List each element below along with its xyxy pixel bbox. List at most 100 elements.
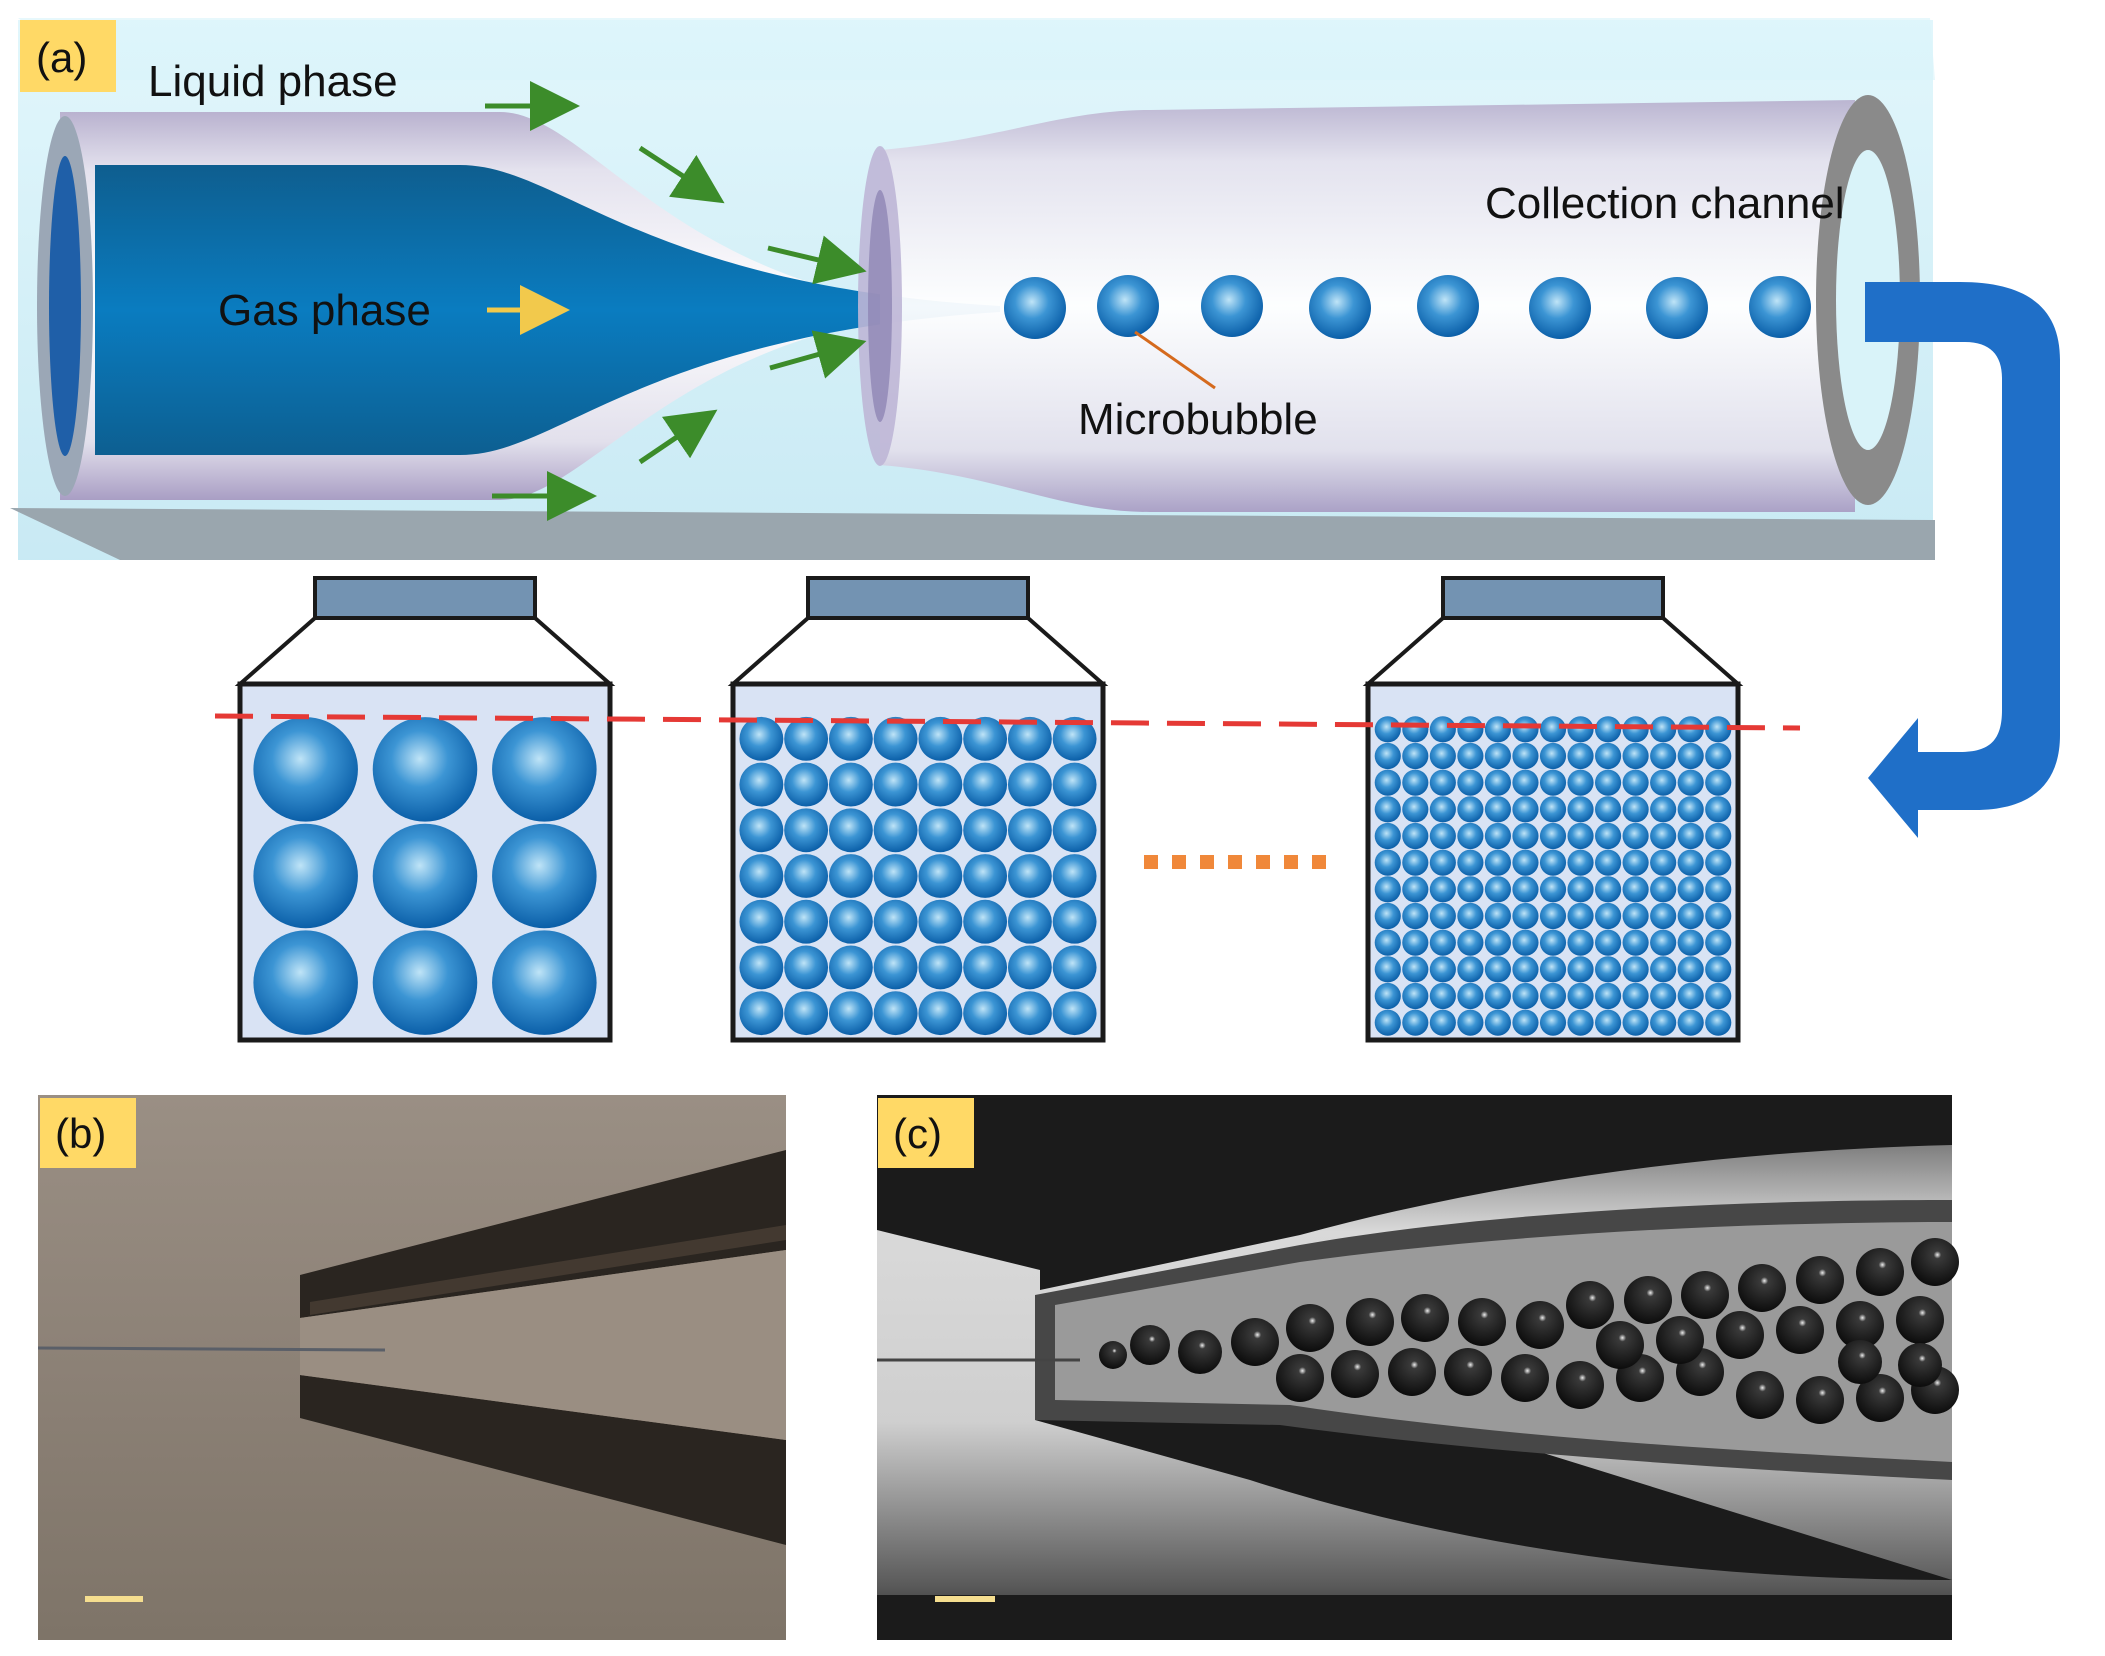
vial-bubble: [739, 991, 784, 1036]
micrograph-bubble: [1624, 1276, 1672, 1324]
vial-bubble: [1374, 742, 1401, 770]
vial-bubble: [1567, 956, 1594, 983]
micrograph-bubble: [1896, 1296, 1944, 1344]
vial-bubble: [739, 762, 784, 807]
vial-bubble: [1705, 849, 1732, 876]
vial-bubble: [1429, 929, 1456, 956]
micrograph-bubble: [1556, 1361, 1604, 1409]
vial-bubble: [828, 762, 873, 807]
vial-bubble: [1374, 716, 1401, 743]
vial-bubble: [1677, 769, 1704, 796]
vial-bubble: [1567, 822, 1594, 850]
vial-bubble: [1374, 876, 1401, 903]
vial-bubble: [1539, 929, 1567, 956]
vial-bubble: [1484, 849, 1511, 876]
flow-arrow: [767, 235, 867, 285]
vial-bubble: [1007, 991, 1052, 1036]
micrograph-bubble: [1796, 1256, 1844, 1304]
channel-bubble: [1004, 277, 1066, 339]
micrograph-bubble: [1776, 1306, 1824, 1354]
panel-c-tag: (c): [893, 1110, 942, 1157]
vial-bubble: [1512, 876, 1539, 903]
vial-bubble: [1457, 849, 1484, 876]
vial-bubble: [1650, 1009, 1677, 1036]
vial-bubble: [1595, 769, 1622, 796]
vial-bubble: [1512, 716, 1539, 743]
vial-bubble: [1374, 902, 1401, 930]
vial-bubble: [1429, 796, 1456, 823]
vial-bubble: [1052, 945, 1097, 990]
microbubble-leader-line: [1134, 330, 1216, 390]
vial-bubble: [1484, 929, 1511, 956]
vial-bubble: [1484, 822, 1511, 850]
vial-bubble: [1512, 1009, 1539, 1036]
vial-bubble: [1429, 956, 1456, 983]
vial-bubble: [1677, 849, 1704, 876]
vial-bubble: [1052, 716, 1097, 761]
vial-bubble: [1567, 982, 1594, 1010]
vial-bubble: [873, 716, 918, 761]
vial-bubble: [1007, 716, 1052, 761]
vial-bubble: [1052, 808, 1097, 853]
vial-bubble: [1705, 876, 1732, 903]
vial-bubble: [784, 854, 829, 898]
return-arrow: [1865, 282, 2060, 838]
ellipsis-dots: [1144, 855, 1326, 869]
micrograph-bubble: [1566, 1281, 1614, 1329]
collection-channel-label: Collection channel: [1485, 179, 1845, 228]
micrograph-bubble: [1796, 1376, 1844, 1424]
vial-bubble: [1007, 808, 1052, 853]
scale-bar-b: [85, 1596, 143, 1602]
vial-cap: [806, 576, 1030, 620]
channel-bubble: [1646, 277, 1708, 339]
vial-bubble: [1622, 929, 1649, 956]
vial-bubble: [1539, 956, 1567, 983]
panel-c-micrograph: (c): [877, 1095, 1959, 1640]
vial-bubble: [1429, 742, 1456, 770]
vial-bubble: [963, 899, 1008, 944]
vial-bubble: [372, 717, 478, 822]
vial-bubble: [1429, 716, 1456, 743]
vial-bubble: [1512, 769, 1539, 796]
vial: [1362, 576, 1744, 1043]
micrograph-bubble: [1738, 1264, 1786, 1312]
vial-bubble: [1429, 1009, 1456, 1036]
vial-bubble: [1677, 822, 1704, 850]
microfluidic-chip: (a) Liquid phase Gas phase Collection ch…: [10, 18, 1935, 560]
micrograph-bubble: [1856, 1248, 1904, 1296]
vial-bubble: [1052, 854, 1097, 898]
vial-bubble: [1539, 769, 1567, 796]
vial: [234, 576, 616, 1043]
capillary-silhouette: [300, 1150, 786, 1318]
vial-bubble: [1567, 769, 1594, 796]
vial-bubble: [873, 945, 918, 990]
vial-bubble: [492, 717, 597, 822]
flow-arrow: [638, 145, 725, 204]
vial-bubble: [1457, 929, 1484, 956]
micrograph-bubble: [1130, 1325, 1170, 1365]
vial-bubble: [1567, 716, 1594, 743]
vial-bubble: [1007, 899, 1052, 944]
vial-bubble: [1677, 956, 1704, 983]
vial-bubble: [1705, 742, 1732, 770]
vial-bubble: [1429, 982, 1456, 1010]
vial-bubble: [1429, 902, 1456, 930]
gas-phase-label: Gas phase: [218, 286, 431, 335]
vial-bubble: [1595, 902, 1622, 930]
vial-bubble: [1622, 716, 1649, 743]
vial-bubble: [1705, 796, 1732, 823]
micrograph-bubble: [1501, 1354, 1549, 1402]
micrograph-bubble: [1444, 1348, 1492, 1396]
vial-bubble: [1539, 822, 1567, 850]
vial-bubble: [739, 808, 784, 853]
vial-bubble: [963, 762, 1008, 807]
micrograph-bubble: [1681, 1271, 1729, 1319]
vial-bubble: [1622, 849, 1649, 876]
vial-bubble: [1705, 716, 1732, 743]
vial-bubble: [1512, 796, 1539, 823]
vial-bubble: [918, 808, 963, 853]
vial-bubble: [1457, 1009, 1484, 1036]
vial-bubble: [784, 808, 829, 853]
vial-bubble: [1402, 982, 1429, 1010]
micrograph-bubble: [1898, 1343, 1942, 1387]
